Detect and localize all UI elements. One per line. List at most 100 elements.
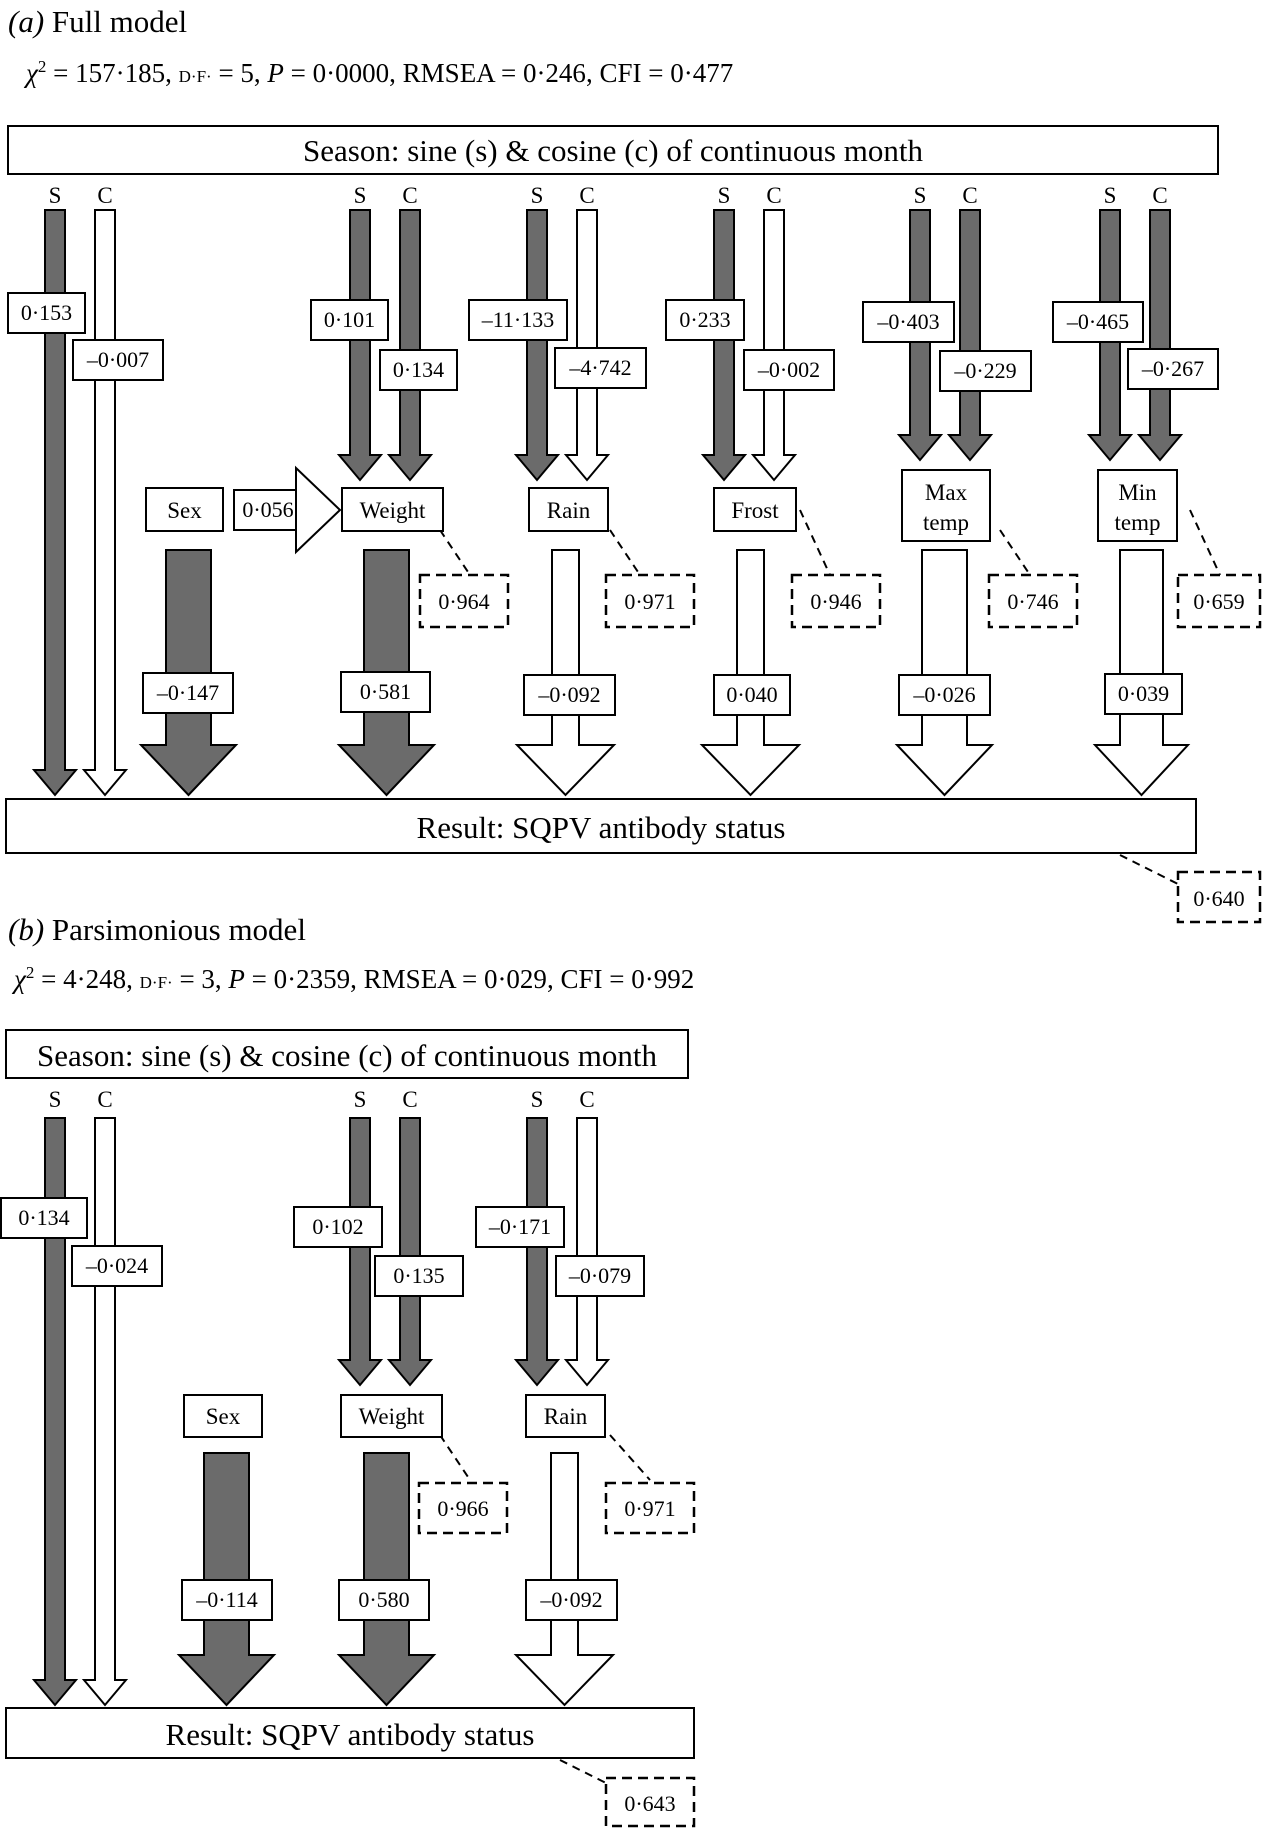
panel-b: (b) Parsimonious model χ2 = 4·248, D·F· … — [0, 912, 696, 1828]
c-label: C — [97, 183, 112, 208]
coef-box-rain-s — [475, 1206, 565, 1248]
error-box-rain — [604, 1481, 696, 1535]
error-box-weight — [417, 1481, 509, 1535]
error-min-temp: 0·659 — [1193, 589, 1244, 614]
panel-a-stats: χ2 = 157·185, D·F· = 5, P = 0·0000, RMSE… — [23, 57, 733, 88]
coefficient-boxes: 0·134 –0·024 0·102 0·135 –0·171 –0·079 –… — [0, 1197, 645, 1621]
weight-label: Weight — [359, 1404, 425, 1429]
arrow-season-c-to-result — [81, 1117, 129, 1707]
error-box-result — [604, 1776, 696, 1828]
min-temp-label-line-1: Min — [1118, 480, 1157, 505]
coef-box-weight-c — [379, 349, 458, 391]
coef-rain-to-result: –0·092 — [539, 1587, 602, 1612]
coef-weight-s: 0·101 — [324, 307, 375, 332]
panel-b-title: (b) Parsimonious model — [8, 912, 306, 947]
sex-box — [183, 1394, 263, 1438]
season-label: Season: sine (s) & cosine (c) of continu… — [303, 133, 923, 168]
weight-box — [341, 487, 444, 532]
arrow-c-to-weight — [386, 209, 434, 482]
coef-rain-s: –11·133 — [481, 307, 555, 332]
sex-box — [145, 487, 224, 532]
arrow-frost-to-result — [699, 549, 802, 797]
arrow-c-to-rain — [563, 1117, 611, 1387]
s-label: S — [49, 183, 62, 208]
coef-box-season-s — [0, 1197, 88, 1239]
coef-min-temp-s: –0·465 — [1066, 309, 1129, 334]
connector-weight-error — [439, 1434, 471, 1481]
coef-box-weight-s — [310, 299, 389, 341]
coef-weight-to-result: 0·581 — [360, 679, 411, 704]
coef-weight-s: 0·102 — [312, 1214, 363, 1239]
arrow-c-to-frost — [750, 209, 798, 482]
coef-box-min-temp-s — [1052, 301, 1144, 343]
c-label: C — [1152, 183, 1167, 208]
coef-box-season-c — [71, 1245, 163, 1287]
error-result: 0·643 — [624, 1791, 675, 1816]
result-box — [5, 798, 1197, 854]
frost-box — [713, 487, 797, 532]
coef-box-rain-c — [555, 1255, 645, 1297]
result-label: Result: SQPV antibody status — [417, 810, 786, 845]
result-box — [5, 1707, 695, 1759]
arrow-s-to-weight — [336, 1117, 384, 1387]
season-arrows — [31, 209, 1184, 797]
coef-min-temp-to-result: 0·039 — [1118, 681, 1169, 706]
arrow-c-to-rain — [563, 209, 611, 482]
c-label: C — [97, 1087, 112, 1112]
c-label: C — [579, 1087, 594, 1112]
min-temp-box — [1097, 469, 1178, 542]
coef-box-min-temp-to-result — [1104, 673, 1183, 715]
variable-boxes: Sex Weight Rain — [183, 1394, 606, 1438]
coef-box-weight-to-result — [340, 671, 431, 713]
arrow-min-temp-to-result — [1092, 549, 1191, 797]
coef-rain-c: –0·079 — [568, 1263, 631, 1288]
s-label: S — [1104, 183, 1117, 208]
error-result: 0·640 — [1193, 886, 1244, 911]
coef-box-rain-to-result — [525, 1579, 618, 1621]
connector-weight-error — [439, 529, 471, 576]
error-boxes: 0·966 0·971 0·643 — [417, 1481, 696, 1828]
rain-box — [528, 487, 609, 532]
arrow-c-to-min-temp — [1136, 209, 1184, 462]
coef-box-max-temp-s — [862, 301, 955, 343]
rain-label: Rain — [544, 1404, 588, 1429]
error-box-frost — [790, 573, 882, 629]
connector-min-temp-error — [1189, 509, 1221, 576]
connector-frost-error — [799, 509, 831, 576]
season-label: Season: sine (s) & cosine (c) of continu… — [37, 1038, 657, 1073]
arrow-s-to-weight — [336, 209, 384, 482]
rain-box — [525, 1394, 606, 1438]
panel-a: (a) Full model χ2 = 157·185, D·F· = 5, P… — [5, 4, 1262, 924]
result-arrows — [138, 465, 1191, 797]
sc-labels: S C S C S C S C S C S C — [49, 183, 1168, 208]
c-label: C — [402, 1087, 417, 1112]
s-label: S — [354, 183, 367, 208]
error-connectors — [439, 509, 1221, 886]
coef-rain-s: –0·171 — [488, 1214, 551, 1239]
season-arrows — [31, 1117, 611, 1707]
coef-box-sex-to-result — [142, 672, 234, 714]
s-label: S — [914, 183, 927, 208]
arrow-s-to-frost — [700, 209, 748, 482]
sc-labels: S C S C S C — [49, 1087, 595, 1112]
connector-rain-error — [609, 1434, 651, 1481]
error-box-result — [1176, 870, 1262, 924]
coef-box-rain-s — [468, 299, 568, 341]
arrow-c-to-max-temp — [946, 209, 994, 462]
coef-box-season-s — [7, 292, 86, 334]
coef-box-max-temp-c — [939, 350, 1032, 392]
coef-sex-to-weight: 0·056 — [242, 497, 293, 522]
coef-sex-to-result: –0·147 — [156, 680, 219, 705]
coef-box-sex-to-weight — [233, 489, 297, 531]
coef-weight-to-result: 0·580 — [358, 1587, 409, 1612]
coef-box-weight-s — [293, 1206, 383, 1248]
result-label: Result: SQPV antibody status — [166, 1717, 535, 1752]
coef-box-rain-to-result — [523, 674, 616, 716]
arrow-max-temp-to-result — [894, 549, 995, 797]
weight-box — [340, 1394, 443, 1438]
error-frost: 0·946 — [810, 589, 861, 614]
coef-frost-to-result: 0·040 — [726, 682, 777, 707]
connector-result-error — [1119, 854, 1181, 886]
coef-season-s: 0·153 — [21, 300, 72, 325]
